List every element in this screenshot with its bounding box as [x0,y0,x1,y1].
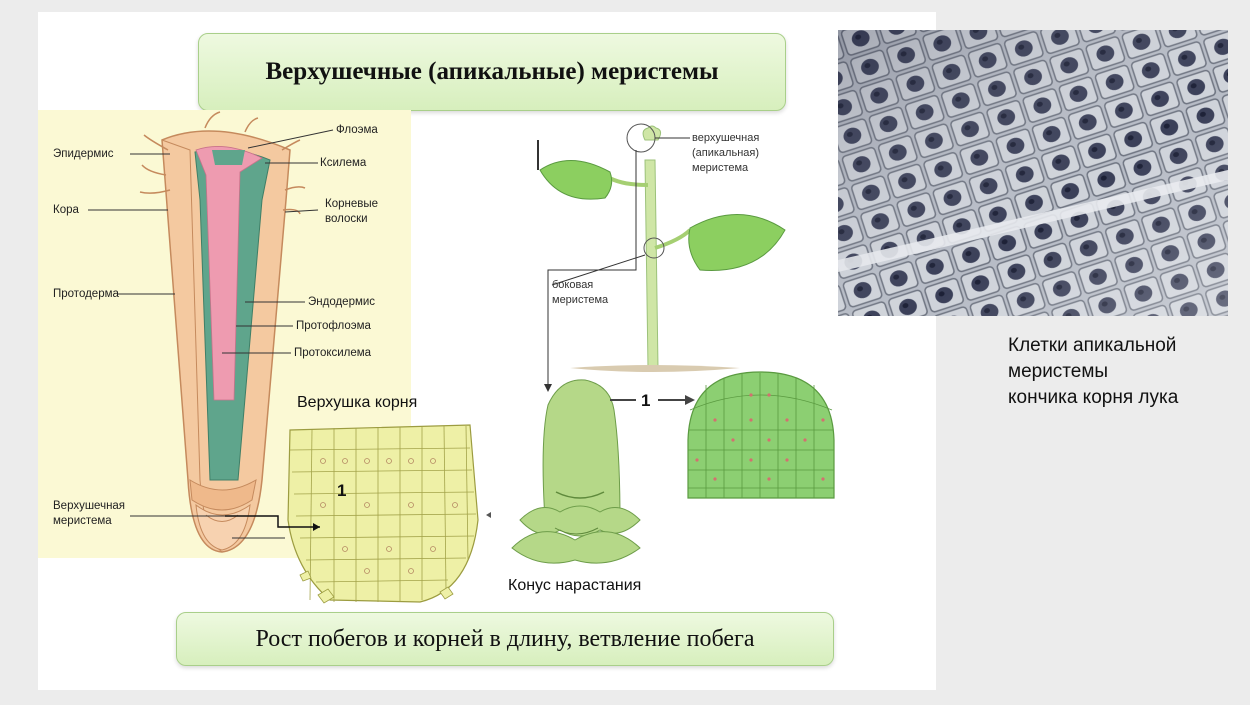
label-phloem: Флоэма [336,124,378,136]
label-cortex: Кора [53,204,79,216]
shoot-label-apical-3: меристема [692,162,749,174]
shoot-label-lateral-2: меристема [552,294,609,306]
label-apical-meristem-2: меристема [53,515,112,527]
slide-title: Верхушечные (апикальные) меристемы [198,33,786,111]
label-root-hairs-2: волоски [325,213,368,225]
photo-caption-line-1: Клетки апикальной [1008,335,1177,356]
photo-caption: Клетки апикальной меристемы кончика корн… [1008,333,1178,411]
label-protoderm: Протодерма [53,288,119,300]
label-root-hairs-1: Корневые [325,198,379,210]
growth-cone-illustration [511,379,695,564]
photo-caption-line-2: меристемы [1008,361,1109,382]
root-tip-number: 1 [337,481,347,500]
bottom-summary-banner: Рост побегов и корней в длину, ветвление… [176,612,834,666]
shoot-label-apical-2: (апикальная) [692,147,760,159]
root-tip-cells-illustration [225,424,491,604]
photo-caption-line-3: кончика корня лука [1008,387,1179,408]
label-protoxylem: Протоксилема [294,347,372,359]
shoot-label-apical-1: верхушечная [692,132,760,144]
label-apical-meristem-1: Верхушечная [53,500,126,512]
label-xylem: Ксилема [320,157,367,169]
label-epidermis: Эпидермис [53,148,114,160]
shoot-label-lateral-1: боковая [552,279,594,291]
meristem-dome-illustration [687,371,835,499]
shoot-illustration [537,123,786,392]
root-section-illustration [88,111,334,553]
root-tip-title: Верхушка корня [297,394,418,411]
label-protophloem: Протофлоэма [296,320,371,332]
growth-arrow-number: 1 [641,391,651,410]
label-endodermis: Эндодермис [308,296,376,308]
onion-root-tip-cells-photo [838,30,1228,316]
growth-cone-label: Конус нарастания [508,577,642,594]
